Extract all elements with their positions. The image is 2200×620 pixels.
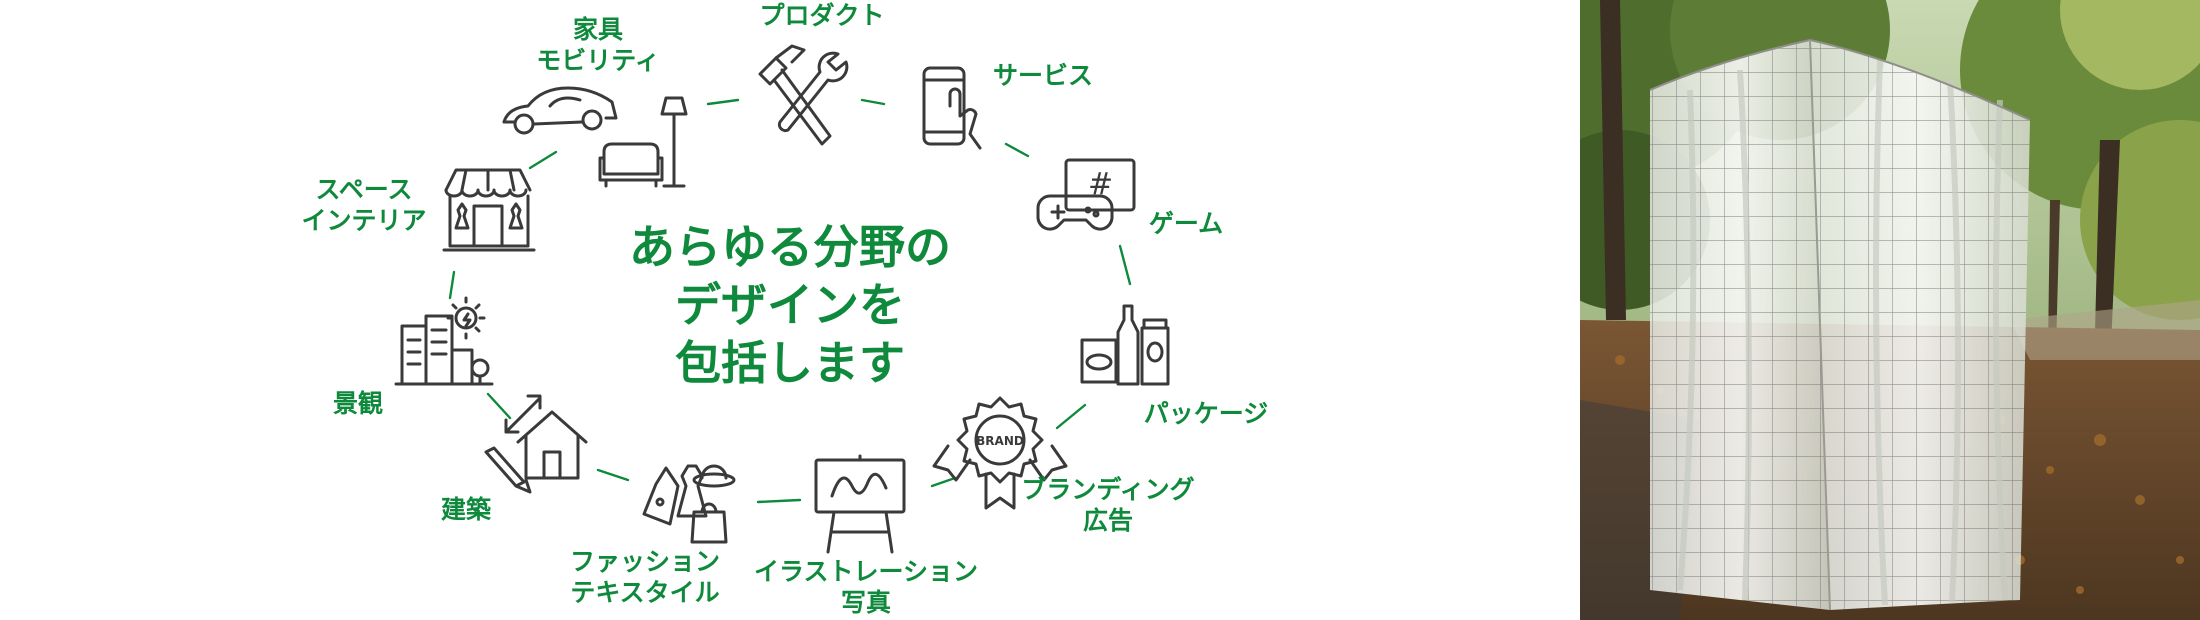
- label-game: ゲーム: [1148, 209, 1224, 238]
- connector-lines: [448, 98, 1132, 504]
- badge-text: BRAND: [976, 434, 1024, 448]
- hammer-wrench-icon: [758, 44, 849, 146]
- car-armchair-icon: [502, 86, 688, 188]
- smartphone-tap-icon: [922, 66, 982, 150]
- mesh-tent-illustration: [1580, 0, 2200, 620]
- label-architecture: 建築: [440, 495, 492, 524]
- easel-canvas-icon: [814, 454, 906, 554]
- house-drafting-icon: [484, 394, 588, 494]
- mesh-tent-photo: [1580, 0, 2200, 620]
- diagram-graphics: # BRAND: [394, 44, 1170, 554]
- label-product: プロダクト: [759, 1, 885, 30]
- label-fashion: ファッション テキスタイル: [569, 547, 721, 607]
- label-space: スペース インテリア: [301, 175, 427, 235]
- label-furniture: 家具 モビリティ: [536, 15, 660, 75]
- fashion-items-icon: [642, 464, 736, 544]
- label-service: サービス: [992, 61, 1094, 90]
- brand-badge-icon: BRAND: [932, 396, 1068, 510]
- city-landscape-icon: [394, 296, 494, 386]
- label-package: パッケージ: [1143, 399, 1269, 428]
- storefront-icon: [442, 168, 536, 252]
- package-products-icon: [1080, 304, 1170, 386]
- central-statement: あらゆる分野の デザインを 包括します: [610, 218, 970, 392]
- label-landscape: 景観: [332, 389, 384, 418]
- design-fields-diagram: # BRAND: [301, 1, 1269, 617]
- label-branding: ブランディング 広告: [1021, 475, 1195, 535]
- central-line-3: 包括します: [675, 336, 905, 390]
- central-line-2: デザインを: [675, 278, 905, 332]
- label-illustration: イラストレーション 写真: [753, 557, 979, 617]
- central-line-1: あらゆる分野の: [629, 220, 951, 274]
- game-controller-icon: #: [1036, 158, 1136, 231]
